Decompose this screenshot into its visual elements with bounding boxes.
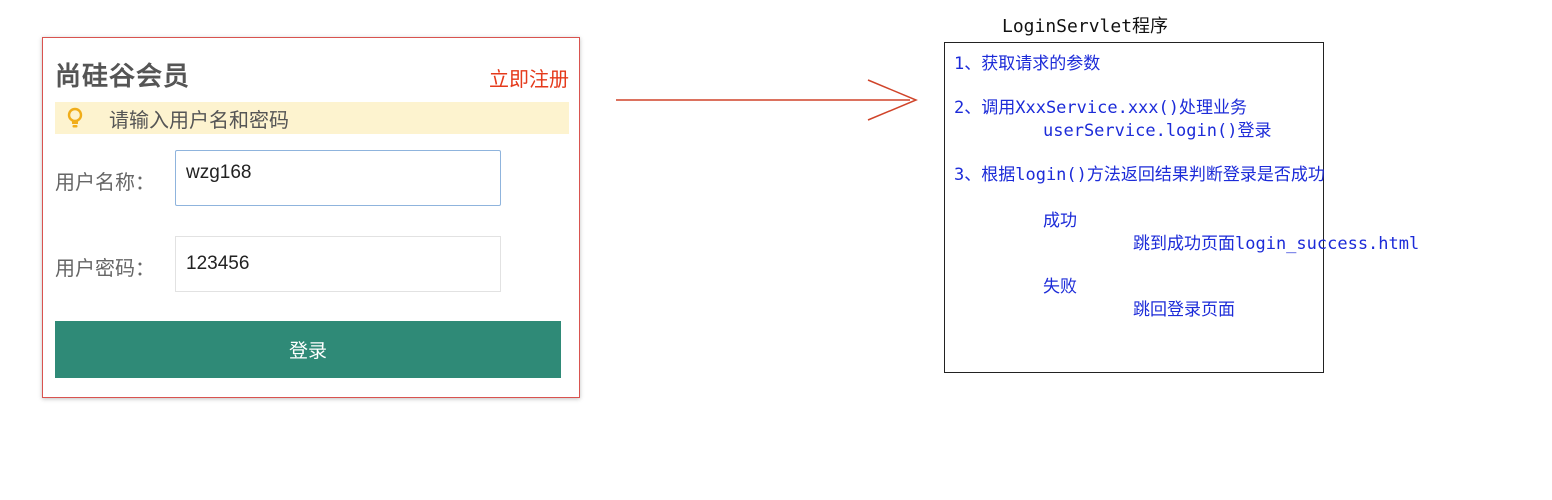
username-input[interactable] [175,150,501,206]
arrow-right-icon [616,79,918,121]
lightbulb-icon [65,107,85,129]
success-action: 跳到成功页面login_success.html [1133,234,1420,254]
servlet-box [944,42,1324,373]
login-button[interactable]: 登录 [55,321,561,378]
step-1: 1、获取请求的参数 [954,54,1101,74]
password-label: 用户密码： [55,256,155,280]
success-label: 成功 [1043,211,1077,231]
servlet-title: LoginServlet程序 [1002,16,1169,37]
register-link[interactable]: 立即注册 [489,67,569,91]
step-2-detail: userService.login()登录 [1043,121,1272,141]
password-input[interactable] [175,236,501,292]
step-3: 3、根据login()方法返回结果判断登录是否成功 [954,165,1325,185]
tip-bar: 请输入用户名和密码 [55,102,569,134]
tip-text: 请输入用户名和密码 [109,107,289,132]
username-label: 用户名称： [55,170,155,194]
step-2: 2、调用XxxService.xxx()处理业务 [954,98,1247,118]
login-form-card: 尚硅谷会员 立即注册 请输入用户名和密码 用户名称： 用户密码： 登录 [42,37,580,398]
card-title: 尚硅谷会员 [55,62,191,92]
fail-label: 失败 [1043,277,1077,297]
fail-action: 跳回登录页面 [1133,300,1235,320]
